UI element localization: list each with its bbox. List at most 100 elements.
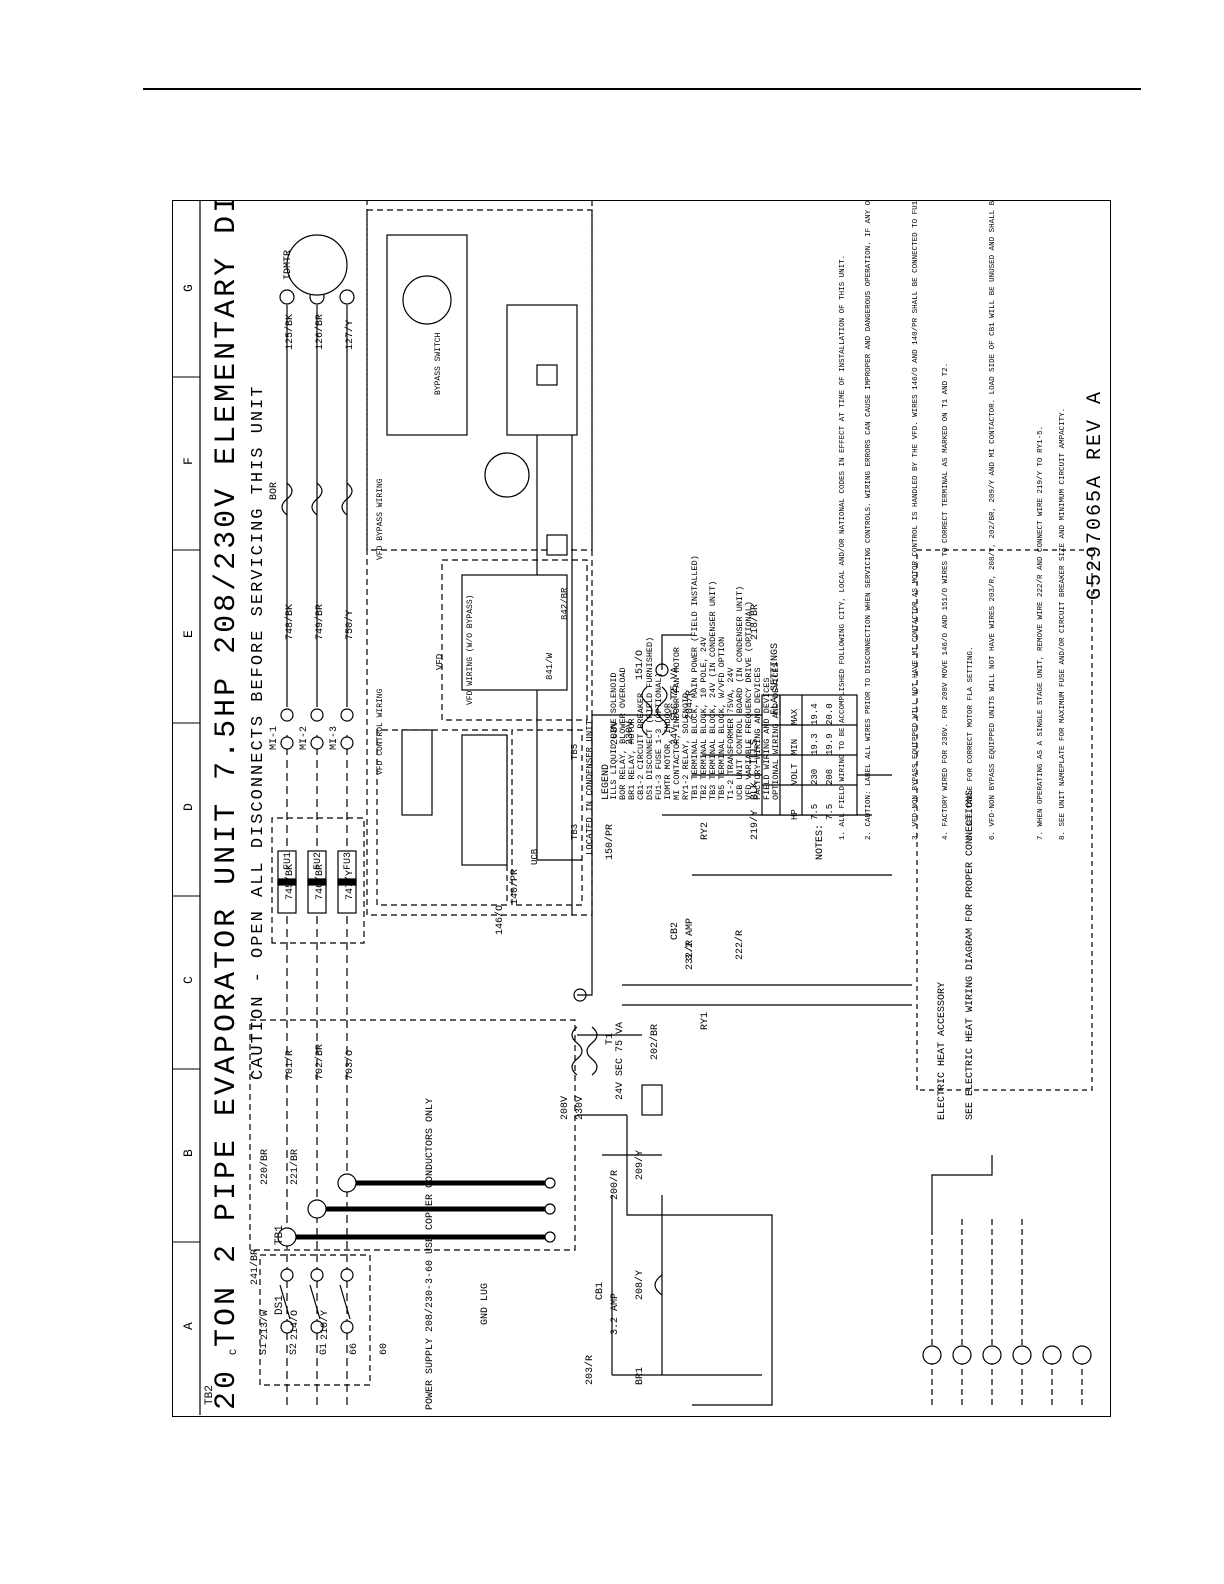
legend-item: FACTORY WIRING AND DEVICES [753,667,763,800]
note-item: 5. SEE TABLE FOR CORRECT MOTOR FLA SETTI… [967,646,975,840]
note-item: 1. ALL FIELD WIRING TO BE ACCOMPLISHED F… [839,255,847,840]
t2-secondary-label: 24V SEC 75 VA [670,667,681,745]
component-br1: BR1 [635,1367,646,1385]
t1-secondary-label: 24V SEC 75 VA [615,1022,626,1100]
zone-label-b: B [181,1149,196,1157]
t1-230v-tap: 230V [575,1096,586,1120]
legend-item: ILLS LIQUID LINE SOLENOID [609,672,619,800]
component-ucb: UCB [530,848,540,865]
diagram-caution: CAUTION - OPEN ALL DISCONNECTS BEFORE SE… [249,385,268,1081]
tb2-terminal-c: C [229,1349,240,1355]
legend-item: CB1-2 CIRCUIT BREAKER [636,693,646,800]
fla-cell: 19.4 [810,703,820,725]
legend-item: BR1 RELAY, MOTOR [627,718,637,800]
legend-title: LEGEND [601,764,612,800]
drawing-number: G5297065A REV A [1084,390,1107,600]
wire-125-bk: 125/BK [284,314,296,350]
legend-item: TB5 TERMINAL BLOCK, W/VFD OPTION [717,637,727,800]
legend-item: T1-2 TRANSFORMER 75VA, 24V [726,666,736,800]
component-t2: T2 [670,688,681,700]
wire-749-br: 749/BR [314,604,326,640]
vfd-control-wiring-label: VFD CONTROL WIRING [376,688,385,775]
legend-item: UCB UNIT CONTROL BOARD (IN CONDENSER UNI… [735,586,745,800]
fla-cell: 7.5 [810,804,820,820]
component-cb2: CB2 [670,922,681,940]
zone-label-c: C [181,976,196,984]
tb2-terminal-g1: G1 [319,1343,330,1355]
component-mi1: MI-1 [269,726,280,750]
wire-220-br: 220/BR [259,1149,271,1185]
fla-table-title: FLA SETTINGS [770,643,781,715]
cb1-rating: 3.2 AMP [610,1293,621,1335]
wire-745-bk: 745/BK [284,864,296,900]
tb2-terminal-66: 66 [349,1343,360,1355]
wire-150-pr: 150/PR [604,824,616,860]
note-item: 6. VFD-NON BYPASS EQUIPPED UNITS WILL NO… [989,200,997,840]
bypass-switch-label: BYPASS SWITCH [434,332,443,395]
wire-747-y: 747/Y [344,870,356,900]
wire-209-y: 209/Y [634,1150,646,1180]
wire-204-r: 204/R [684,690,696,720]
wire-746-br: 746/BR [314,864,326,900]
wire-748-bk: 748/BK [284,604,296,640]
legend-item: TB1 TERMINAL BLOCK, MAIN POWER (FIELD IN… [690,555,700,800]
note-item: 4. FACTORY WIRED FOR 230V. FOR 208V MOVE… [942,363,950,840]
notes-title: NOTES: [815,824,826,860]
wire-127-y: 127/Y [344,320,356,350]
cb2-rating: 3.2 AMP [685,918,696,960]
wire-219-y: 219/Y [749,810,761,840]
wire-140-pr: 140/PR [509,869,521,905]
note-item: 2. CAUTION: LABEL ALL WIRES PRIOR TO DIS… [865,200,873,840]
fla-cell: 7.5 [825,804,835,820]
electric-heat-title: ELECTRIC HEAT ACCESSORY [937,982,948,1120]
legend-item: TB3 TERMINAL BLOCK, 24V (IN CONDENSER UN… [708,581,718,800]
component-tb2: TB2 [204,1385,216,1405]
component-mi3: MI-3 [329,726,340,750]
tb2-terminal-60: 60 [379,1343,390,1355]
wire-208-y: 208/Y [634,1270,646,1300]
wire-126-br: 126/BR [314,314,326,350]
fla-header-max: MAX [790,708,800,725]
component-bor: BOR [269,482,280,500]
wire-203-r: 203/R [584,1355,596,1385]
blk-wire-label: BLK [750,782,761,800]
wire-841-w: 841/W [545,652,555,680]
fla-cell: 20.0 [825,703,835,725]
wire-222-r: 222/R [734,930,746,960]
component-ry2: RY2 [700,822,711,840]
component-idmtr: IDMTR [283,250,294,280]
wire-232-r: 232/R [684,940,696,970]
wire-151-o: 151/O [634,650,646,680]
fla-cell: 19.3 [810,733,820,755]
component-fu3: FU3 [343,852,354,870]
t2-230v-tap: 230V [625,721,636,745]
fla-header-min: MIN [790,739,800,755]
located-in-condenser-label: LOCATED IN CONDENSER UNIT [585,719,595,855]
page-header-rule [143,88,1141,90]
component-tb5: TB5 [570,744,580,760]
note-item: 3. VFD-NON BYPASS EQUIPPED WILL NOT HAVE… [912,200,920,840]
legend-item: MI CONTACTOR, INDOOR FAN MOTOR [672,647,682,800]
vfd-wiring-wo-bypass-label: VFD WIRING (W/O BYPASS) [466,595,475,705]
component-t1: T1 [605,1033,616,1045]
vfd-bypass-wiring-label: VFD BYPASS WIRING [376,478,385,560]
legend-item: TB2 TERMINAL BLOCK, 10 POLE, 24V [699,636,709,800]
note-item: 8. SEE UNIT NAMEPLATE FOR MAXIMUM FUSE A… [1059,408,1067,840]
wire-213-w: 213/W [259,1310,271,1340]
fla-header-volt: VOLT [790,763,800,785]
wire-202-br: 202/BR [649,1024,661,1060]
component-tb1: TB1 [274,1225,286,1245]
tb2-terminal-s2: S2 [289,1343,300,1355]
gnd-lug-label: GND LUG [480,1283,491,1325]
zone-label-d: D [181,803,196,811]
wire-241-br: 241/BR [249,1249,261,1285]
legend-item: VFD VARIABLE FREQUENCY DRIVE (OPTIONAL) [744,601,754,800]
diagram-title: 20 TON 2 PIPE EVAPORATOR UNIT 7.5HP 208/… [210,200,244,1410]
wire-701-r: 701/R [284,1050,296,1080]
component-cb1: CB1 [595,1282,606,1300]
wire-146-o: 146/O [494,905,506,935]
component-ds1: DS1 [274,1295,286,1315]
wire-842-br: 842/BR [560,587,570,620]
wire-221-br: 221/BR [289,1149,301,1185]
fla-cell: 19.9 [825,733,835,755]
